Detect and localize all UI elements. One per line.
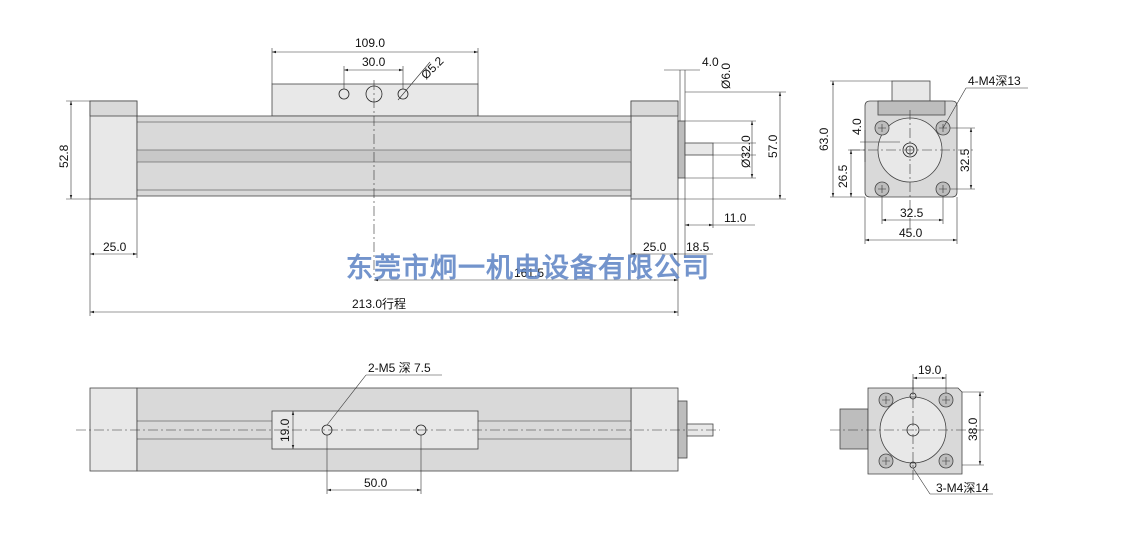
dim-26-5: 26.5 [836, 164, 850, 188]
shaft [684, 142, 714, 156]
screw-bl [874, 181, 890, 197]
label-2-m5: 2-M5 深 7.5 [368, 361, 431, 375]
dim-30: 30.0 [362, 55, 386, 69]
dim-213: 213.0行程 [352, 296, 406, 311]
rear-screw-tl [878, 392, 894, 408]
dim-d6: Ø6.0 [719, 63, 733, 89]
dim-18-5: 18.5 [686, 240, 710, 254]
dim-32-5-h: 32.5 [900, 206, 924, 220]
company-watermark: 东莞市炯一机电设备有限公司 [346, 252, 710, 284]
dim-d32: Ø32.0 [739, 135, 753, 168]
rear-screw-br [938, 453, 954, 469]
rear-screw-tr [938, 392, 954, 408]
front-view: 109.0 30.0 Ø5.2 52.8 4.0 Ø6.0 Ø32.0 57.0… [57, 36, 786, 316]
label-3-m4: 3-M4深14 [936, 481, 989, 495]
dim-4: 4.0 [702, 55, 719, 69]
dim-109: 109.0 [355, 36, 385, 50]
top-view: 2-M5 深 7.5 19.0 50.0 [76, 361, 720, 494]
dim-50: 50.0 [364, 476, 388, 490]
dim-161-5: 161.5 [514, 266, 544, 280]
dim-25-right: 25.0 [643, 240, 667, 254]
dim-d52: Ø5.2 [418, 54, 447, 83]
screw-br [935, 181, 951, 197]
dim-19-rear: 19.0 [918, 363, 942, 377]
dim-11: 11.0 [724, 211, 747, 225]
dim-63: 63.0 [817, 127, 831, 151]
dim-4-end: 4.0 [850, 118, 864, 135]
carriage-block [271, 83, 479, 117]
dim-32-5-v: 32.5 [958, 148, 972, 172]
flange [677, 120, 686, 179]
dim-45: 45.0 [899, 226, 923, 240]
left-end-cap [89, 100, 138, 200]
rear-view: 19.0 38.0 3-M4深14 [830, 363, 993, 495]
screw-tr [935, 120, 951, 136]
end-view: 63.0 26.5 4.0 32.5 32.5 45.0 4-M4深13 [817, 74, 1028, 244]
label-4-m4: 4-M4深13 [968, 74, 1021, 88]
right-end-cap [630, 100, 679, 200]
dim-19-top: 19.0 [278, 418, 292, 442]
dim-57: 57.0 [766, 134, 780, 158]
rear-screw-bl [878, 453, 894, 469]
dim-25-left: 25.0 [103, 240, 127, 254]
screw-tl [874, 120, 890, 136]
dim-52-8: 52.8 [57, 144, 71, 168]
dim-38: 38.0 [966, 417, 980, 441]
